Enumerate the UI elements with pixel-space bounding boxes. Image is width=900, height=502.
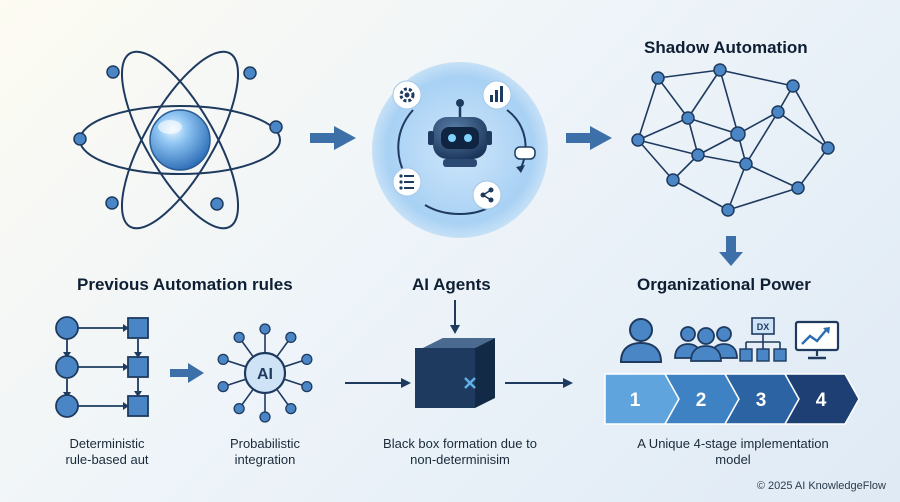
network-node bbox=[771, 105, 785, 119]
network-node bbox=[821, 141, 835, 155]
ai-hub-label: AI bbox=[257, 366, 273, 383]
network-node bbox=[713, 63, 727, 77]
network-node bbox=[681, 111, 695, 125]
hub-node bbox=[285, 331, 297, 344]
network-node bbox=[651, 71, 665, 85]
copyright-footer: © 2025 AI KnowledgeFlow bbox=[756, 480, 886, 492]
network-edge bbox=[657, 77, 689, 119]
stage-number: 2 bbox=[696, 390, 707, 411]
network-node bbox=[631, 133, 645, 147]
group-icon bbox=[674, 326, 738, 362]
unique-line2: model bbox=[715, 452, 751, 467]
probabilistic-caption: Probabilistic integration bbox=[205, 436, 325, 468]
hub-node bbox=[285, 402, 297, 415]
shadow-automation-title: Shadow Automation bbox=[644, 38, 808, 57]
unique-line1: A Unique 4-stage implementation bbox=[637, 436, 829, 451]
person-icon bbox=[619, 318, 663, 363]
stage-number: 4 bbox=[816, 390, 827, 411]
hub-node bbox=[217, 353, 229, 366]
stage-chevrons: 1 2 3 4 bbox=[604, 373, 860, 425]
hub-node bbox=[259, 411, 271, 423]
network-edge bbox=[687, 69, 721, 119]
network-graph-icon bbox=[631, 63, 835, 217]
network-edge bbox=[657, 69, 721, 79]
network-edge bbox=[637, 77, 659, 141]
hub-node bbox=[217, 380, 229, 393]
share-icon bbox=[472, 180, 502, 210]
hub-node bbox=[233, 331, 245, 344]
stage-chevron bbox=[604, 373, 680, 425]
monitor-chart-icon bbox=[794, 320, 840, 360]
hub-node bbox=[233, 402, 245, 415]
network-edge bbox=[797, 147, 829, 189]
network-node bbox=[666, 173, 680, 187]
network-node bbox=[791, 181, 805, 195]
network-edge bbox=[672, 179, 729, 211]
network-edge bbox=[637, 117, 689, 141]
blackbox-caption: Black box formation due to non-determini… bbox=[360, 436, 560, 468]
network-edge bbox=[745, 163, 799, 189]
flow-arrow bbox=[310, 126, 356, 150]
probabilistic-line1: Probabilistic bbox=[229, 436, 301, 451]
network-edge bbox=[719, 69, 794, 87]
robot-icon bbox=[428, 99, 492, 167]
org-chart-icon: DX bbox=[739, 317, 787, 362]
atom-icon bbox=[73, 50, 283, 230]
network-node bbox=[721, 203, 735, 217]
hub-node bbox=[301, 353, 313, 366]
hub-node bbox=[301, 380, 313, 393]
flowchart-icon bbox=[55, 316, 149, 418]
network-edge bbox=[727, 187, 799, 211]
network-edge bbox=[745, 111, 779, 165]
deterministic-line1: Deterministic bbox=[69, 436, 145, 451]
stage-number: 1 bbox=[630, 390, 641, 411]
flow-arrow bbox=[170, 363, 204, 383]
stage-number: 3 bbox=[756, 390, 767, 411]
blackbox-line1: Black box formation due to bbox=[383, 436, 537, 451]
probabilistic-line2: integration bbox=[234, 452, 296, 467]
deterministic-line2: rule-based aut bbox=[65, 452, 149, 467]
ai-hub-icon: AI bbox=[217, 323, 313, 423]
network-edge bbox=[697, 154, 747, 165]
robot-agent-cluster bbox=[372, 62, 548, 238]
network-edge bbox=[777, 111, 829, 149]
stage-chevron bbox=[783, 373, 860, 425]
network-edge bbox=[719, 69, 739, 135]
deterministic-caption: Deterministic rule-based aut bbox=[42, 436, 172, 468]
network-node bbox=[739, 157, 753, 171]
blackbox-line2: non-determinisim bbox=[410, 452, 510, 467]
network-node bbox=[786, 79, 800, 93]
network-edge bbox=[727, 163, 747, 211]
dx-label: DX bbox=[757, 322, 770, 332]
gear-icon bbox=[392, 80, 422, 110]
black-box-icon bbox=[345, 300, 573, 408]
network-edge bbox=[687, 117, 739, 135]
network-edge bbox=[792, 85, 829, 149]
network-node bbox=[691, 148, 705, 162]
organizational-power-title: Organizational Power bbox=[637, 275, 811, 294]
unique-model-caption: A Unique 4-stage implementation model bbox=[618, 436, 848, 468]
previous-automation-title: Previous Automation rules bbox=[77, 275, 293, 294]
flow-arrow bbox=[566, 126, 612, 150]
chat-bubble-icon bbox=[514, 146, 536, 160]
network-edge bbox=[637, 139, 674, 181]
network-edge bbox=[637, 139, 699, 156]
ai-agents-title: AI Agents bbox=[412, 275, 491, 294]
list-icon bbox=[392, 167, 422, 197]
bar-chart-icon bbox=[482, 80, 512, 110]
hub-node bbox=[259, 323, 271, 335]
down-arrow bbox=[719, 236, 743, 266]
network-node bbox=[730, 126, 746, 142]
